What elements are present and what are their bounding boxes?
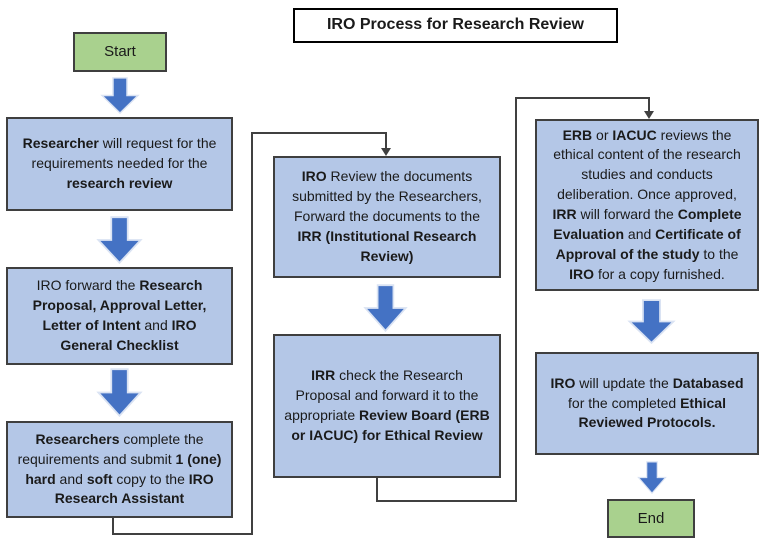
process-box-iro-forward-documents: IRO forward the Research Proposal, Appro… xyxy=(6,267,233,365)
connector-line xyxy=(251,132,387,134)
connector-arrowhead-icon xyxy=(381,148,391,156)
block-arrow-down-icon xyxy=(637,461,667,494)
connector-line xyxy=(385,132,387,149)
connector-arrowhead-icon xyxy=(644,111,654,119)
diagram-title: IRO Process for Research Review xyxy=(293,8,618,43)
connector-line xyxy=(112,533,253,535)
process-box-researcher-request: Researcher will request for the requirem… xyxy=(6,117,233,211)
process-box-iro-update-database: IRO will update the Databased for the co… xyxy=(535,352,759,455)
process-box-researchers-complete: Researchers complete the requirements an… xyxy=(6,421,233,518)
block-arrow-down-icon xyxy=(96,216,143,264)
start-terminal: Start xyxy=(73,32,167,72)
process-box-iro-review-documents: IRO Review the documents submitted by th… xyxy=(273,156,501,278)
end-terminal: End xyxy=(607,499,695,538)
block-arrow-down-icon xyxy=(100,77,140,114)
process-box-erb-iacuc-review: ERB or IACUC reviews the ethical content… xyxy=(535,119,759,291)
block-arrow-down-icon xyxy=(96,368,143,417)
connector-line xyxy=(515,97,650,99)
process-box-irr-check-proposal: IRR check the Research Proposal and forw… xyxy=(273,334,501,478)
block-arrow-down-icon xyxy=(627,299,676,344)
connector-line xyxy=(376,500,517,502)
connector-line xyxy=(648,97,650,112)
connector-line xyxy=(251,132,253,535)
connector-line xyxy=(515,97,517,502)
connector-line xyxy=(112,517,114,535)
block-arrow-down-icon xyxy=(363,284,408,332)
connector-line xyxy=(376,478,378,502)
